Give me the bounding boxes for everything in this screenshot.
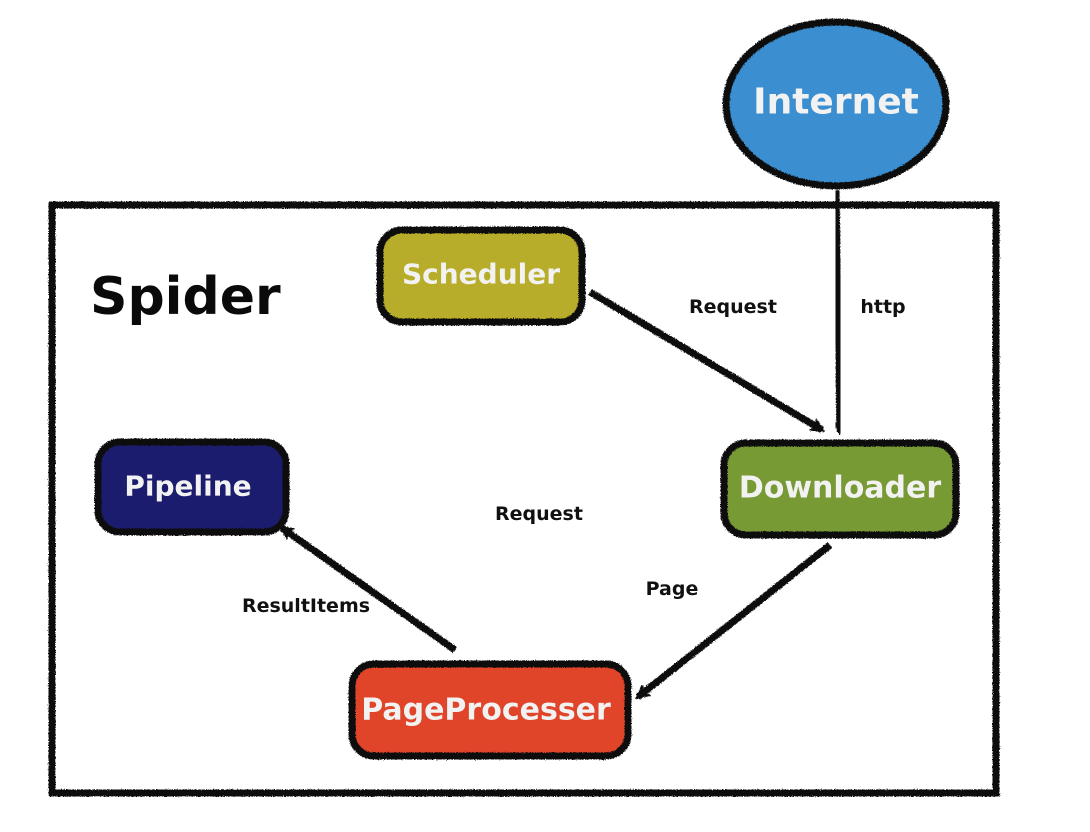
node-scheduler: Scheduler [376, 226, 586, 326]
spider-container [48, 201, 1000, 797]
pageprocesser-box [348, 660, 632, 760]
node-downloader: Downloader [720, 439, 960, 539]
edge-label-http: http [860, 296, 905, 318]
edge-pageprocesser-to-pipeline: ResultItems [242, 525, 458, 653]
downloader-label: Downloader [739, 471, 942, 506]
downloader-box [720, 439, 960, 539]
node-internet: Internet [722, 18, 950, 190]
edge-internet-to-downloader: http [832, 189, 906, 432]
edge-label-page: Page [646, 578, 699, 600]
edge-label-request-top: Request [689, 296, 777, 318]
node-pageprocesser: PageProcesser [348, 660, 632, 760]
scheduler-label: Scheduler [402, 258, 560, 291]
pipeline-box [94, 438, 290, 536]
edge-downloader-to-pageprocesser: Page [638, 542, 833, 700]
pipeline-label: Pipeline [124, 470, 251, 503]
scheduler-box [376, 226, 586, 326]
internet-label: Internet [753, 82, 919, 123]
edge-pageprocesser-to-scheduler: Request [484, 340, 583, 657]
edge-label-request-middle: Request [495, 503, 583, 525]
edge-scheduler-to-downloader: Request [588, 288, 822, 434]
internet-ellipse [722, 18, 950, 190]
edge-label-resultitems: ResultItems [242, 595, 370, 617]
pageprocesser-label: PageProcesser [361, 693, 611, 728]
node-pipeline: Pipeline [94, 438, 290, 536]
spider-title: Spider [90, 267, 281, 327]
